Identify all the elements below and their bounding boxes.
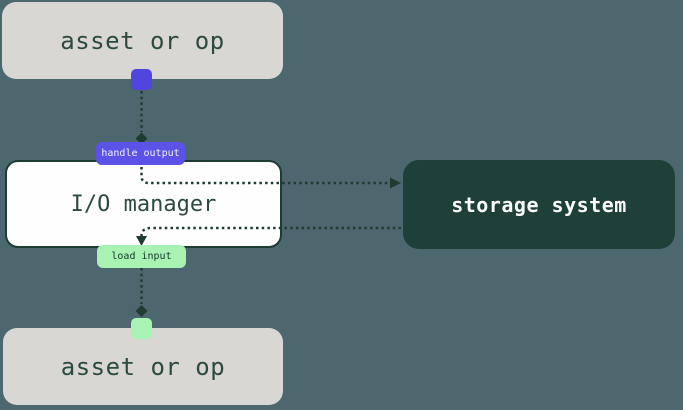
output-port-square bbox=[131, 69, 152, 90]
arrowhead-into-storage bbox=[390, 177, 401, 189]
io-manager-node: I/O manager bbox=[5, 160, 282, 248]
handle-output-label: handle output bbox=[101, 148, 180, 159]
load-input-badge: load input bbox=[97, 245, 186, 268]
storage-system-node: storage system bbox=[403, 160, 675, 249]
asset-or-op-node-top: asset or op bbox=[2, 2, 283, 79]
input-port-square bbox=[131, 318, 152, 339]
handle-output-badge: handle output bbox=[96, 142, 185, 165]
load-input-label: load input bbox=[111, 251, 172, 262]
asset-or-op-top-label: asset or op bbox=[60, 26, 225, 55]
io-manager-label: I/O manager bbox=[70, 191, 217, 217]
asset-or-op-node-bottom: asset or op bbox=[3, 328, 283, 405]
asset-or-op-bottom-label: asset or op bbox=[60, 352, 226, 381]
diamond-terminal-bottom bbox=[135, 305, 148, 317]
storage-system-label: storage system bbox=[451, 192, 627, 217]
